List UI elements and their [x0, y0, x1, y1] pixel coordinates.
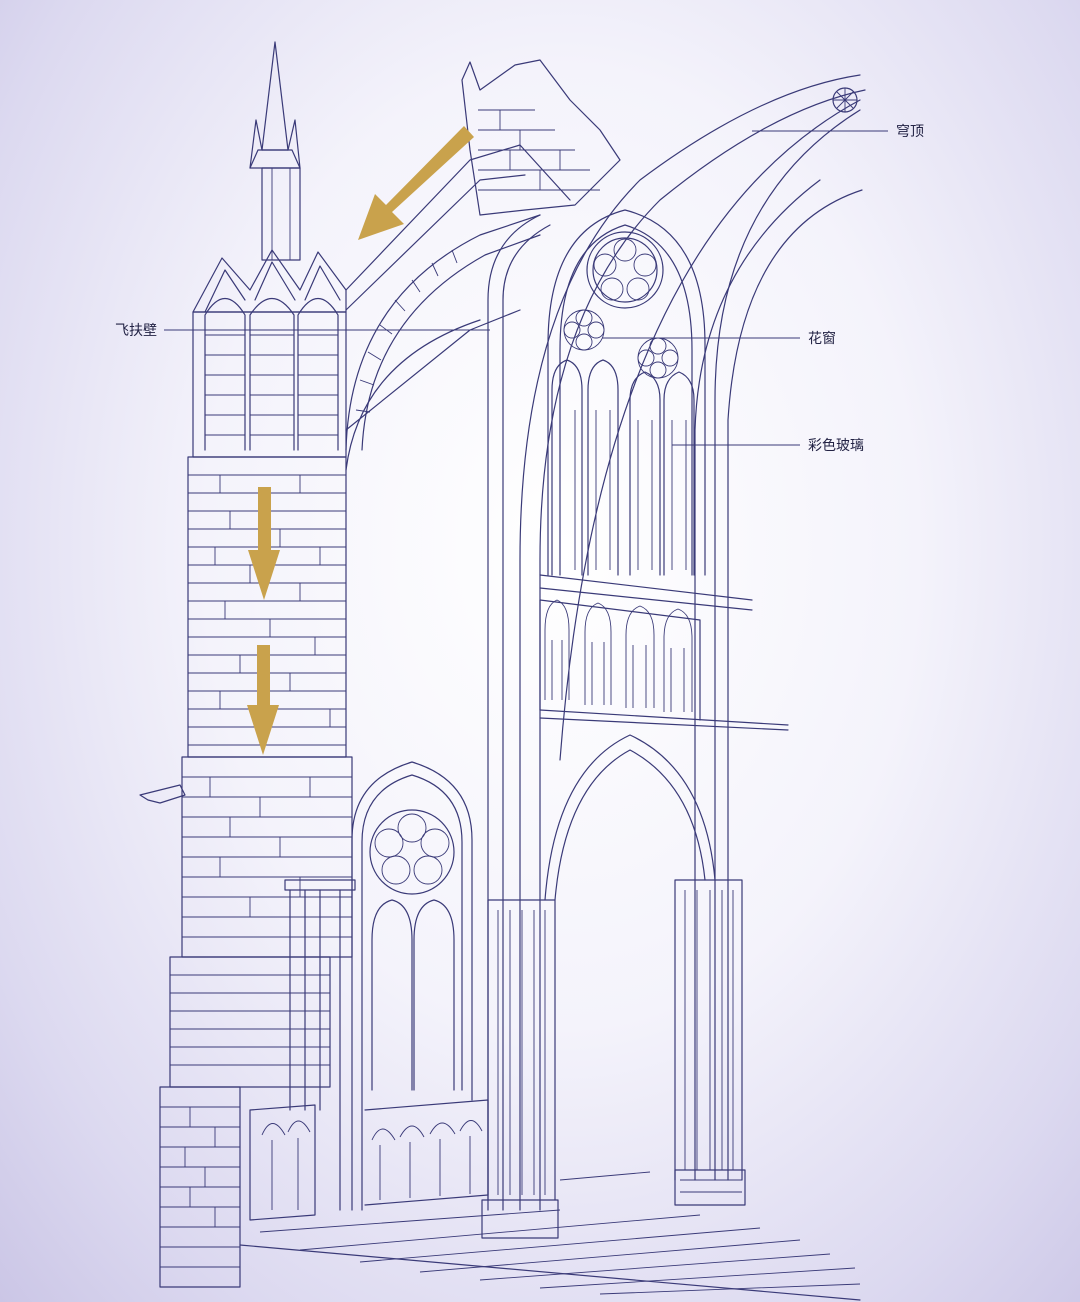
diagonal-arrow — [358, 126, 474, 240]
label-vault-text: 穹顶 — [896, 124, 924, 140]
pinnacle — [249, 41, 301, 261]
down-arrow-upper — [248, 487, 280, 600]
label-flying-buttress-text: 飞扶壁 — [115, 323, 157, 339]
label-flying-buttress: 飞扶壁 — [115, 323, 490, 339]
label-tracery: 花窗 — [602, 330, 836, 347]
label-tracery-text: 花窗 — [808, 330, 836, 347]
clerestory-window — [539, 209, 753, 611]
nave-arcade — [544, 734, 746, 1206]
buttress-pier — [139, 249, 353, 1288]
blind-arcade — [249, 1099, 489, 1221]
label-stained-glass: 彩色玻璃 — [672, 437, 864, 454]
triforium — [539, 599, 789, 731]
label-vault: 穹顶 — [752, 124, 924, 140]
vault — [487, 74, 866, 1211]
thrust-arrows — [247, 126, 474, 755]
down-arrow-lower — [247, 645, 279, 755]
floor — [239, 1171, 861, 1301]
label-stained-glass-text: 彩色玻璃 — [808, 437, 864, 454]
aisle-window — [284, 761, 559, 1239]
